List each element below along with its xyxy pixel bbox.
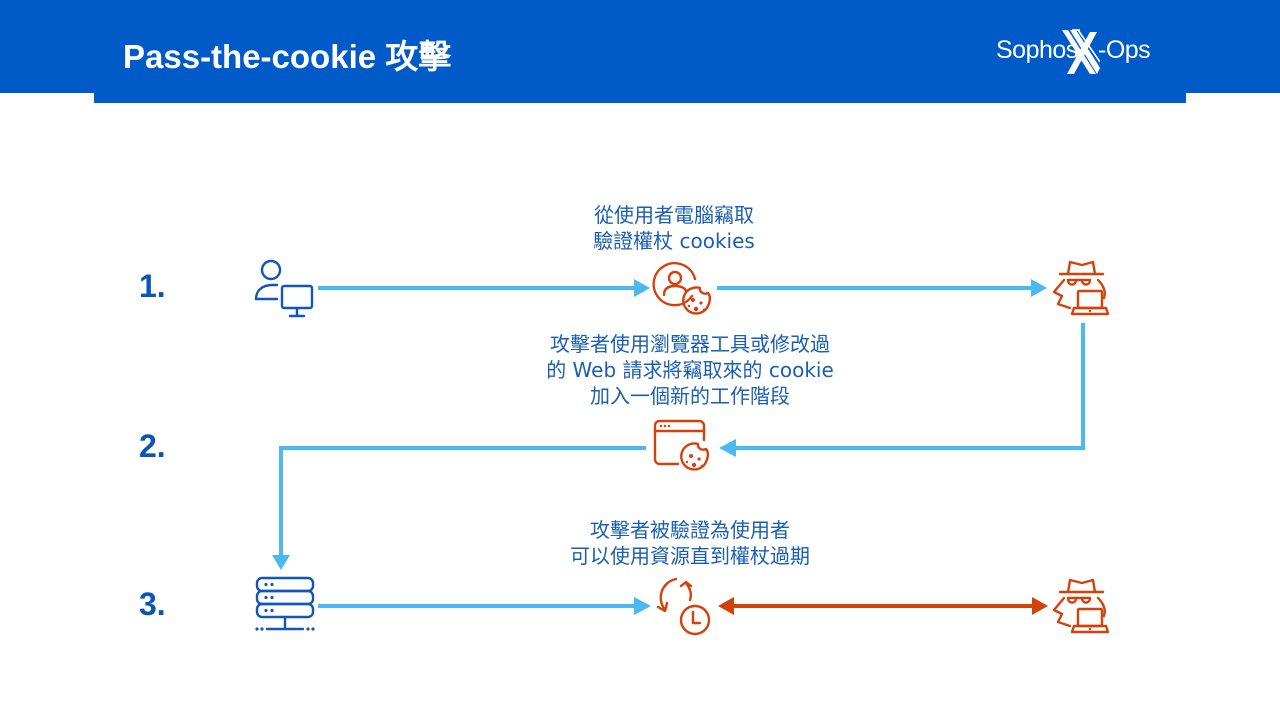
server-icon [255,576,315,631]
step-number-1: 1. [139,268,166,304]
step-3-caption: 攻擊者被驗證為使用者 可以使用資源直到權杖過期 [570,517,810,569]
user-cookie-icon [652,262,712,315]
attacker-laptop-icon [1052,578,1110,634]
user-computer-icon [254,259,314,318]
caption-line: 的 Web 請求將竊取來的 cookie [546,358,834,382]
caption-line: 從使用者電腦竊取 [593,203,754,227]
caption-line: 加入一個新的工作階段 [590,384,790,408]
logo-x-mark-icon [1062,29,1100,74]
sophos-x-ops-logo: Sophos -Ops [996,28,1156,78]
step-number-3: 3. [139,586,166,622]
arrowhead-clock-to-attacker [1032,597,1048,615]
logo-brand: Sophos [996,36,1078,64]
page-title: Pass-the-cookie 攻擊 [123,38,452,75]
connector-attacker-to-browser-line [736,323,1085,450]
header-underline [94,93,1186,103]
step-1-caption: 從使用者電腦竊取 驗證權杖 cookies [593,202,755,254]
arrowhead-attacker-to-clock [718,597,734,615]
caption-line: 可以使用資源直到權杖過期 [570,544,810,568]
logo-product-suffix: -Ops [1098,36,1151,64]
caption-line: 驗證權杖 cookies [593,229,755,253]
step-number-2: 2. [139,428,166,464]
arrowhead-to-attacker [1031,279,1047,297]
arrowhead-to-server [272,555,290,570]
session-clock-icon [656,577,711,636]
header-bar [0,0,1280,93]
attacker-laptop-icon [1052,260,1110,316]
browser-cookie-icon [653,419,710,471]
arrowhead-to-cookie [634,279,650,297]
caption-line: 攻擊者被驗證為使用者 [590,518,790,542]
step-2-caption: 攻擊者使用瀏覽器工具或修改過 的 Web 請求將竊取來的 cookie 加入一個… [546,331,834,409]
caption-line: 攻擊者使用瀏覽器工具或修改過 [550,332,830,356]
arrowhead-to-clock [634,597,651,615]
arrowhead-to-browser [719,439,736,457]
connector-browser-to-server-line [279,446,646,556]
